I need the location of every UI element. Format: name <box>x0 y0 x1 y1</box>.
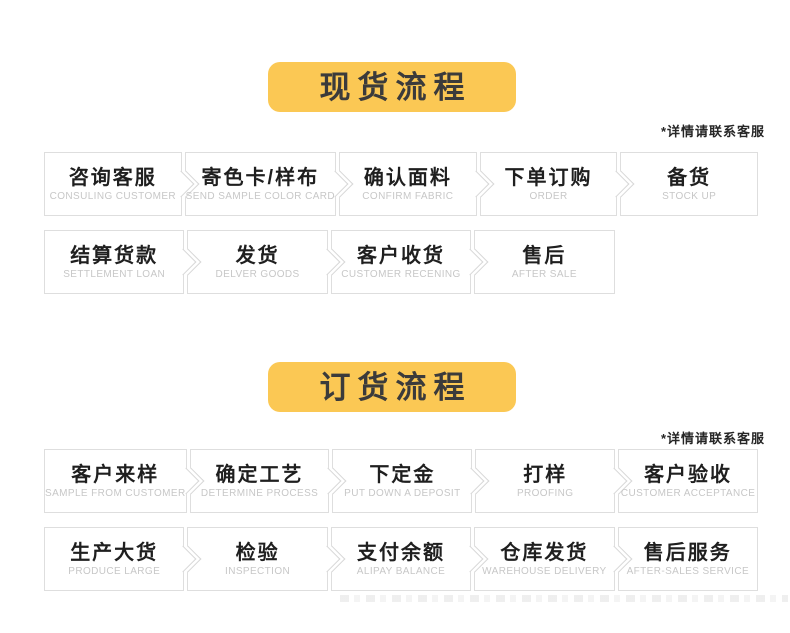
step-subtitle: ORDER <box>529 190 568 202</box>
step-subtitle: SEND SAMPLE COLOR CARD <box>185 190 336 202</box>
flow-step: 客户收货 CUSTOMER RECENING <box>330 230 472 294</box>
order-flow-rows: 客户来样 SAMPLE FROM CUSTOMER 确定工艺 DETERMINE… <box>44 449 758 591</box>
flow-step: 仓库发货 WAREHOUSE DELIVERY <box>474 527 615 591</box>
step-subtitle: DETERMINE PROCESS <box>200 487 319 499</box>
step-title: 打样 <box>523 463 568 486</box>
step-title: 仓库发货 <box>500 541 589 564</box>
step-title: 确定工艺 <box>215 463 304 486</box>
step-subtitle: PUT DOWN A DEPOSIT <box>344 487 461 499</box>
flow-step: 下定金 PUT DOWN A DEPOSIT <box>332 449 473 513</box>
step-title: 结算货款 <box>70 244 159 267</box>
flow-step: 发货 DELVER GOODS <box>187 230 328 294</box>
step-subtitle: CONFIRM FABRIC <box>362 190 454 202</box>
flow-row: 咨询客服 CONSULING CUSTOMER 寄色卡/样布 SEND SAMP… <box>44 152 758 216</box>
step-subtitle: SETTLEMENT LOAN <box>63 268 166 280</box>
flow-step: 确认面料 CONFIRM FABRIC <box>339 152 477 216</box>
flow-step: 支付余额 ALIPAY BALANCE <box>330 527 472 591</box>
step-title: 客户来样 <box>71 463 160 486</box>
flow-step: 确定工艺 DETERMINE PROCESS <box>189 449 330 513</box>
flow-step: 下单订购 ORDER <box>479 152 618 216</box>
step-subtitle: CUSTOMER ACCEPTANCE <box>620 487 756 499</box>
spot-flow-title: 现货流程 <box>319 69 472 105</box>
step-title: 下单订购 <box>504 166 593 189</box>
step-title: 确认面料 <box>363 166 452 189</box>
step-title: 客户验收 <box>644 463 733 486</box>
flow-step: 结算货款 SETTLEMENT LOAN <box>44 230 185 294</box>
flow-step: 咨询客服 CONSULING CUSTOMER <box>44 152 182 216</box>
flow-step: 打样 PROOFING <box>475 449 616 513</box>
step-subtitle: PRODUCE LARGE <box>68 565 161 577</box>
step-title: 咨询客服 <box>68 166 157 189</box>
step-subtitle: WAREHOUSE DELIVERY <box>482 565 607 577</box>
step-title: 寄色卡/样布 <box>201 166 320 189</box>
order-flow-banner: 订货流程 <box>268 362 516 412</box>
step-title: 售后 <box>522 244 567 267</box>
flow-step: 寄色卡/样布 SEND SAMPLE COLOR CARD <box>184 152 337 216</box>
flow-step: 备货 STOCK UP <box>620 152 758 216</box>
step-title: 下定金 <box>369 463 436 486</box>
flow-row: 生产大货 PRODUCE LARGE 检验 INSPECTION 支付余额 AL… <box>44 527 758 591</box>
contact-note: *详情请联系客服 <box>660 431 765 446</box>
flow-step: 客户来样 SAMPLE FROM CUSTOMER <box>44 449 187 513</box>
flow-step: 售后服务 AFTER-SALES SERVICE <box>617 527 758 591</box>
cutoff-watermark <box>340 595 788 602</box>
step-title: 发货 <box>235 244 280 267</box>
flow-step: 检验 INSPECTION <box>187 527 328 591</box>
flow-step: 客户验收 CUSTOMER ACCEPTANCE <box>618 449 758 513</box>
step-title: 客户收货 <box>356 244 445 267</box>
step-subtitle: CONSULING CUSTOMER <box>49 190 177 202</box>
flow-step: 售后 AFTER SALE <box>474 230 615 294</box>
step-subtitle: AFTER-SALES SERVICE <box>626 565 750 577</box>
step-subtitle: STOCK UP <box>662 190 717 202</box>
step-subtitle: DELVER GOODS <box>215 268 300 280</box>
flow-step: 生产大货 PRODUCE LARGE <box>44 527 185 591</box>
step-title: 支付余额 <box>356 541 445 564</box>
spot-flow-banner: 现货流程 <box>268 62 516 112</box>
step-subtitle: CUSTOMER RECENING <box>341 268 461 280</box>
step-title: 检验 <box>235 541 280 564</box>
step-subtitle: SAMPLE FROM CUSTOMER <box>45 487 186 499</box>
step-subtitle: AFTER SALE <box>511 268 577 280</box>
order-flow-title: 订货流程 <box>319 369 472 405</box>
step-subtitle: INSPECTION <box>225 565 291 577</box>
step-subtitle: ALIPAY BALANCE <box>356 565 446 577</box>
spot-flow-rows: 咨询客服 CONSULING CUSTOMER 寄色卡/样布 SEND SAMP… <box>44 152 758 294</box>
flow-row: 结算货款 SETTLEMENT LOAN 发货 DELVER GOODS 客户收… <box>44 230 758 294</box>
step-subtitle: PROOFING <box>516 487 574 499</box>
contact-note: *详情请联系客服 <box>660 124 765 139</box>
step-title: 备货 <box>667 166 712 189</box>
step-title: 售后服务 <box>643 541 732 564</box>
flow-row: 客户来样 SAMPLE FROM CUSTOMER 确定工艺 DETERMINE… <box>44 449 758 513</box>
step-title: 生产大货 <box>70 541 159 564</box>
